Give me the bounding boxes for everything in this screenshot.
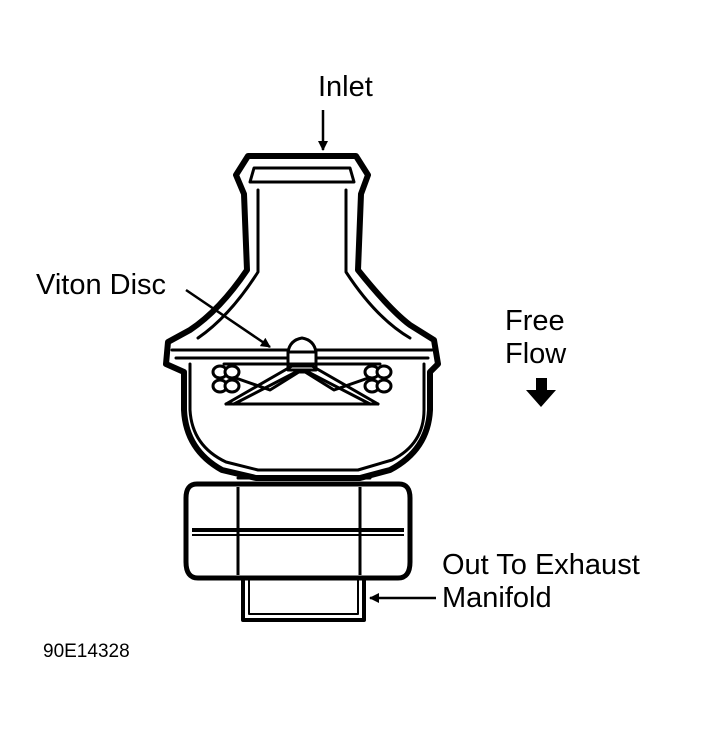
viton-disc-assembly: [211, 336, 393, 406]
free-flow-label-line2: Flow: [505, 338, 567, 370]
leader-lines: [185, 110, 436, 603]
free-flow-arrow-icon: [526, 378, 556, 407]
outlet-label-line1: Out To Exhaust: [442, 549, 640, 581]
valve-body: [163, 153, 441, 481]
outlet-label-line2: Manifold: [442, 582, 552, 614]
outlet-pipe: [241, 572, 366, 622]
viton-disc-label: Viton Disc: [36, 269, 167, 301]
figure-id: 90E14328: [43, 641, 130, 662]
inlet-label: Inlet: [318, 71, 373, 103]
hex-nut: [183, 481, 413, 581]
viton-disc-leader: [185, 288, 271, 349]
free-flow-label-line1: Free: [505, 305, 565, 337]
